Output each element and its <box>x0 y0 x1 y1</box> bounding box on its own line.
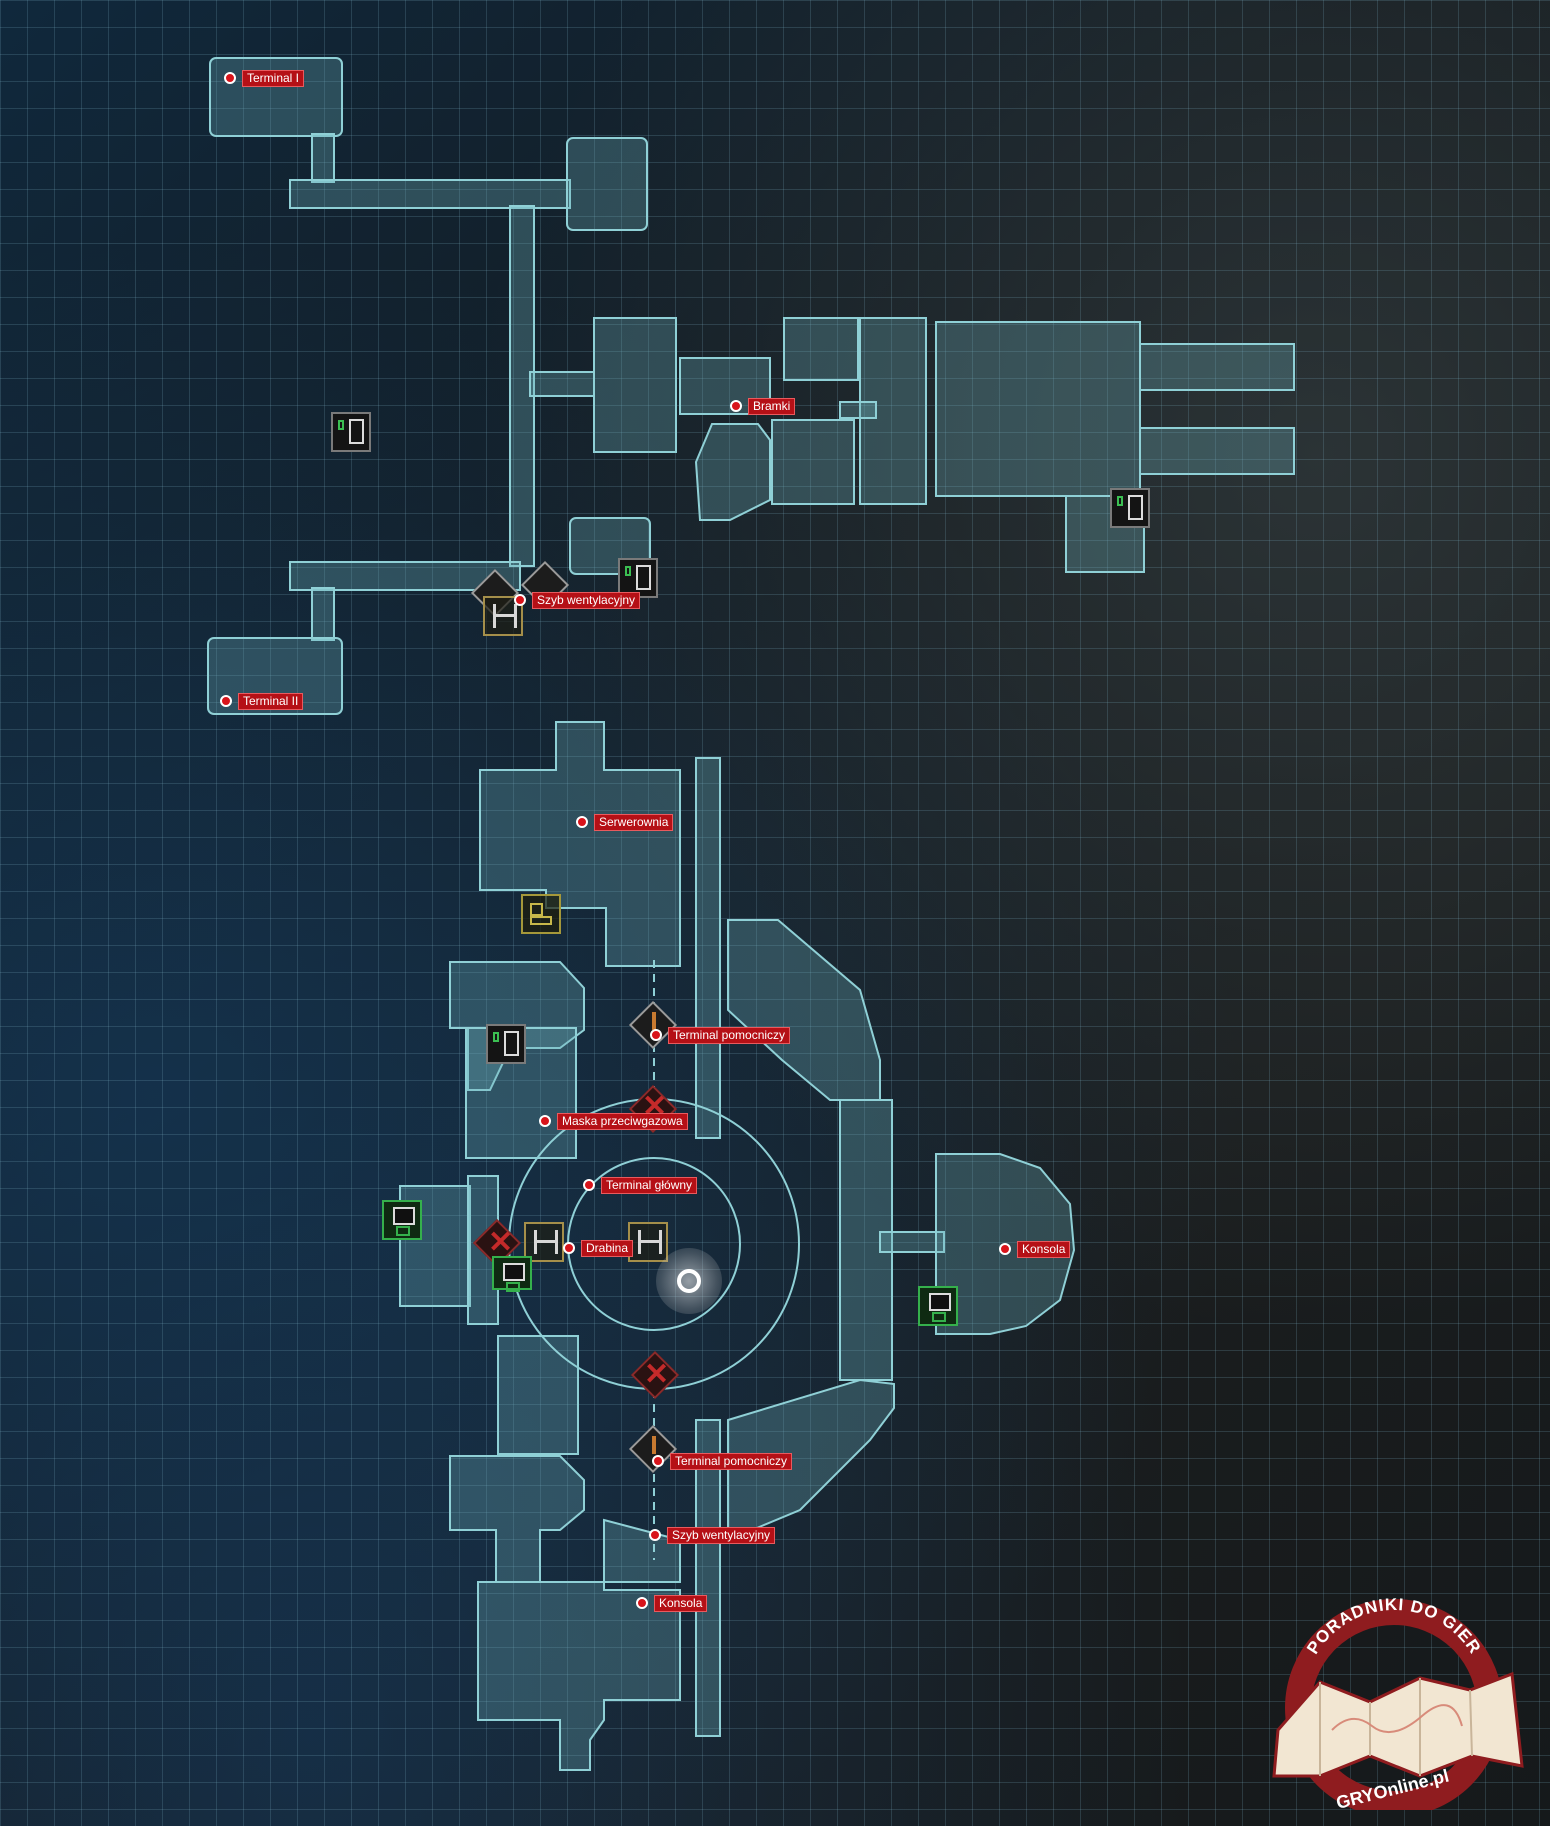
marker-dot <box>563 1242 575 1254</box>
marker-label: Serwerownia <box>594 813 674 831</box>
save-station-icon <box>918 1286 958 1326</box>
crate-icon <box>521 894 561 934</box>
corridor <box>695 757 721 1139</box>
marker-label: Terminal pomocniczy <box>670 1452 793 1470</box>
gryonline-logo: PORADNIKI DO GIER GRYOnline.pl <box>1272 1595 1524 1810</box>
marker-serwerownia[interactable]: Serwerownia <box>576 813 674 831</box>
marker-dot <box>220 695 232 707</box>
corridor <box>839 401 877 419</box>
corridor <box>879 1231 945 1253</box>
room <box>783 317 859 381</box>
room <box>1139 343 1295 391</box>
ladder-icon <box>524 1222 564 1262</box>
tool-icon <box>652 1012 656 1030</box>
konsola-2-room <box>477 1581 681 1771</box>
marker-dot <box>730 400 742 412</box>
marker-label: Bramki <box>748 397 796 415</box>
marker-label: Terminal pomocniczy <box>668 1026 791 1044</box>
save-station-icon <box>492 1256 532 1292</box>
corridor <box>311 133 335 183</box>
tool-icon <box>652 1436 656 1454</box>
marker-maska[interactable]: Maska przeciwgazowa <box>539 1112 688 1130</box>
marker-terminal-pomocniczy-2[interactable]: Terminal pomocniczy <box>652 1452 793 1470</box>
marker-szyb-2[interactable]: Szyb wentylacyjny <box>649 1526 776 1544</box>
corridor <box>289 561 521 591</box>
marker-label: Terminal I <box>242 69 305 87</box>
ladder-icon <box>628 1222 668 1262</box>
room <box>771 419 855 505</box>
player-position-icon <box>656 1248 722 1314</box>
room <box>935 321 1141 497</box>
room <box>694 423 771 521</box>
room <box>859 317 927 505</box>
room <box>497 1335 579 1455</box>
marker-terminal-pomocniczy-1[interactable]: Terminal pomocniczy <box>650 1026 791 1044</box>
corridor <box>289 179 571 209</box>
marker-dot <box>583 1179 595 1191</box>
marker-dot <box>539 1115 551 1127</box>
marker-dot <box>576 816 588 828</box>
corridor <box>311 587 335 641</box>
save-station-icon <box>382 1200 422 1240</box>
room <box>1139 427 1295 475</box>
marker-terminal-1[interactable]: Terminal I <box>224 69 305 87</box>
marker-dot <box>650 1029 662 1041</box>
blocked-icon: ✕ <box>644 1358 670 1391</box>
door-icon <box>486 1024 526 1064</box>
corridor <box>529 371 595 397</box>
marker-label: Szyb wentylacyjny <box>532 591 641 609</box>
marker-label: Terminal II <box>238 692 304 710</box>
marker-label: Szyb wentylacyjny <box>667 1526 776 1544</box>
serverroom <box>479 721 681 967</box>
marker-label: Drabina <box>581 1239 634 1257</box>
room <box>566 137 648 231</box>
marker-szyb-1[interactable]: Szyb wentylacyjny <box>514 591 641 609</box>
door-icon <box>1110 488 1150 528</box>
door-icon <box>618 558 658 598</box>
marker-bramki[interactable]: Bramki <box>730 397 796 415</box>
marker-dot <box>514 594 526 606</box>
marker-terminal-glowny[interactable]: Terminal główny <box>583 1176 698 1194</box>
marker-dot <box>999 1243 1011 1255</box>
marker-dot <box>636 1597 648 1609</box>
marker-konsola-1[interactable]: Konsola <box>999 1240 1071 1258</box>
marker-dot <box>224 72 236 84</box>
room <box>593 317 677 453</box>
marker-label: Konsola <box>1017 1240 1071 1258</box>
marker-dot <box>652 1455 664 1467</box>
door-icon <box>331 412 371 452</box>
marker-label: Maska przeciwgazowa <box>557 1112 688 1130</box>
room <box>727 919 881 1101</box>
marker-konsola-2[interactable]: Konsola <box>636 1594 708 1612</box>
blocked-icon: ✕ <box>488 1226 514 1259</box>
marker-label: Konsola <box>654 1594 708 1612</box>
marker-label: Terminal główny <box>601 1176 698 1194</box>
room <box>449 1455 585 1583</box>
marker-terminal-2[interactable]: Terminal II <box>220 692 304 710</box>
corridor <box>695 1419 721 1737</box>
marker-drabina[interactable]: Drabina <box>563 1239 634 1257</box>
marker-dot <box>649 1529 661 1541</box>
